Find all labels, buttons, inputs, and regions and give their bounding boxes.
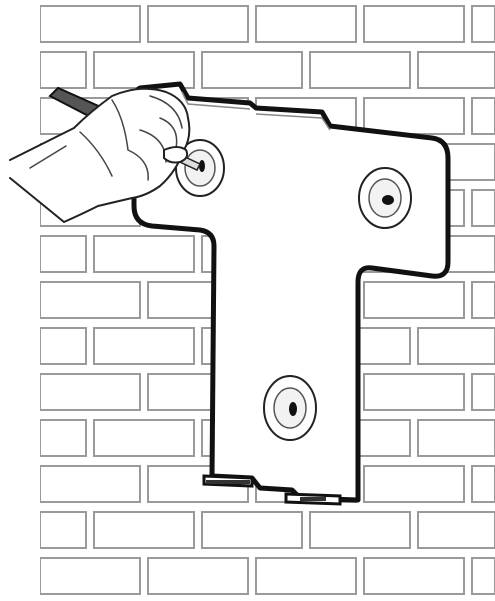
bracket-foot-left-edge [206,480,250,484]
screw-head-icon [289,402,297,416]
thumb-icon [163,146,189,164]
wall-brick [147,557,249,595]
wall-brick [255,5,357,43]
wall-brick [39,5,141,43]
wall-brick [39,51,87,89]
finger-lines [29,95,183,181]
wall-brick [471,5,495,43]
wall-brick [363,5,465,43]
wall-brick [471,281,495,319]
wall-brick [93,235,195,273]
wall-brick [93,419,195,457]
wall-brick [471,557,495,595]
wall-brick [39,557,141,595]
wall-brick [39,235,87,273]
wall-brick [363,281,465,319]
wall-brick [471,373,495,411]
screw-head-icon [199,160,205,172]
wall-brick [39,281,141,319]
wall-brick [363,373,465,411]
wall-brick [363,97,465,135]
wall-brick [417,51,495,89]
wall-left-margin [0,0,40,601]
wall-brick [471,465,495,503]
wall-brick [201,511,303,549]
wall-brick [93,327,195,365]
bracket-fold-line [181,91,331,131]
wall-brick [39,327,87,365]
wall-brick [417,511,495,549]
mounting-hole-top-right [358,167,412,229]
screw-head-icon [382,195,394,205]
wall-brick [471,97,495,135]
wall-brick [147,5,249,43]
wall-brick [309,51,411,89]
wall-brick [417,327,495,365]
mounting-hole-bottom [263,375,317,441]
wall-brick [39,419,87,457]
wall-brick [93,511,195,549]
hand-with-screwdriver [9,86,202,223]
wall-brick [201,51,303,89]
wall-brick [39,373,141,411]
wall-brick [39,465,141,503]
wall-brick [39,511,87,549]
bracket-foot-right-edge [300,497,326,501]
wall-brick [363,465,465,503]
wall-brick [309,511,411,549]
wall-brick [417,419,495,457]
wall-brick [471,189,495,227]
wall-brick [255,557,357,595]
wall-brick [363,557,465,595]
